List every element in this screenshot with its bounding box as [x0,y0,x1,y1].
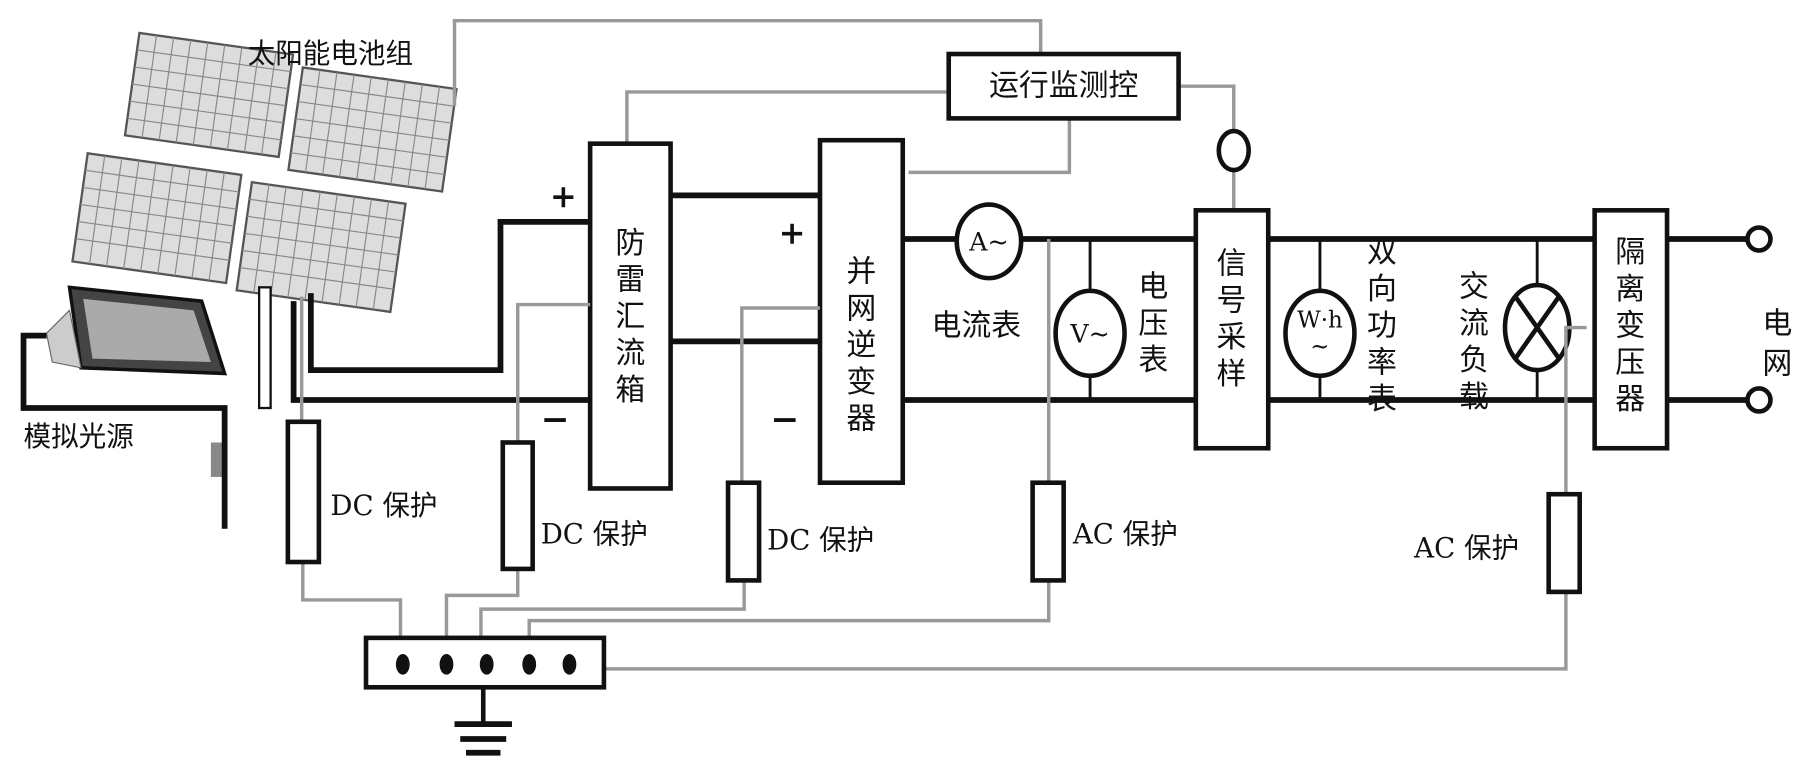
signal-label: 信 号 采 样 [1217,247,1247,392]
svg-text:表: 表 [1138,343,1168,378]
grid-terminal [1745,386,1773,414]
svg-text:表: 表 [1367,382,1397,417]
ac-protection-label: AC 保护 [1413,531,1519,564]
protection-top-wires [299,239,1587,495]
signal-sampling-box [1193,208,1271,451]
svg-text:流: 流 [615,336,645,371]
ac-load-label: 交 流 负 载 [1459,270,1489,415]
ac-protection-1 [1030,480,1066,583]
wattmeter-symbol: W·h [1297,308,1343,334]
plus-sign: + [550,177,577,215]
light-source-label: 模拟光源 [24,420,134,453]
svg-text:电: 电 [1762,306,1792,341]
ground-icon [454,687,512,756]
svg-text:流: 流 [1459,306,1489,341]
dc-protection-2 [500,440,535,572]
combiner-box [587,141,673,491]
svg-text:压: 压 [1138,306,1168,341]
dc-protection-label: DC 保护 [541,518,648,551]
ammeter-symbol: A~ [968,228,1008,257]
svg-text:变: 变 [1615,309,1645,344]
dc-bus [670,192,820,345]
transformer-label: 隔 离 变 压 器 [1615,235,1645,417]
solar-panel-array [71,31,458,410]
svg-text:隔: 隔 [1615,235,1645,270]
solar-array-label: 太阳能电池组 [248,37,413,70]
ac-protection-label: AC 保护 [1072,518,1178,551]
svg-text:信: 信 [1217,247,1247,282]
inverter-label: 并 网 逆 变 器 [846,255,876,437]
svg-text:防: 防 [615,226,645,261]
minus-sign: − [541,400,570,440]
svg-text:双: 双 [1367,235,1397,270]
svg-text:器: 器 [1615,382,1645,417]
svg-text:网: 网 [1762,347,1792,382]
svg-text:采: 采 [1217,320,1247,355]
svg-text:样: 样 [1217,357,1247,392]
dc-protection-label: DC 保护 [767,523,874,556]
dc-protection-1 [285,419,322,565]
monitor-label: 运行监测控 [989,68,1138,103]
isolation-transformer-box [1592,208,1670,451]
svg-text:电: 电 [1138,270,1168,305]
svg-text:离: 离 [1615,272,1645,307]
svg-text:载: 载 [1459,380,1489,415]
svg-text:率: 率 [1367,345,1397,380]
svg-text:变: 变 [846,365,876,400]
voltmeter-circle [1053,288,1127,379]
grid-terminal [1745,225,1773,253]
current-sensor [1216,128,1251,173]
dc-negative-wire [290,301,591,403]
voltmeter-symbol: V~ [1069,319,1109,348]
protection-ground-wires [301,563,1568,671]
svg-text:器: 器 [846,402,876,437]
monitor-box [946,51,1181,121]
svg-text:箱: 箱 [615,373,645,408]
dc-protection-label: DC 保护 [330,489,437,522]
lamp-cable [20,332,228,529]
svg-text:负: 负 [1459,343,1489,378]
dc-positive-wire [307,218,591,373]
ammeter-label: 电流表 [931,309,1021,344]
ammeter-circle [954,202,1024,281]
svg-text:逆: 逆 [846,328,876,363]
wattmeter-tilde: ~ [1310,334,1329,360]
dc-protection-3 [725,480,762,583]
ac-protection-2 [1546,491,1582,595]
ground-terminals [395,653,577,675]
svg-text:功: 功 [1367,309,1397,344]
svg-text:号: 号 [1217,283,1247,318]
wattmeter-circle [1283,288,1357,379]
svg-text:交: 交 [1459,270,1489,305]
svg-text:并: 并 [846,255,876,290]
minus-sign: − [771,400,800,440]
svg-text:网: 网 [846,291,876,326]
ac-load-lamp [1502,282,1572,373]
plus-sign: + [779,214,806,252]
voltmeter-label: 电 压 表 [1138,270,1168,379]
simulated-light-lamp [45,285,228,477]
svg-text:向: 向 [1367,272,1397,307]
combiner-label: 防 雷 汇 流 箱 [615,226,645,408]
monitor-signal-lines [452,18,1236,211]
grid-label: 电 网 [1762,306,1792,381]
svg-text:雷: 雷 [615,263,645,298]
wattmeter-label: 双 向 功 率 表 [1367,235,1397,417]
svg-text:压: 压 [1615,345,1645,380]
svg-text:汇: 汇 [615,299,645,334]
inverter-box [817,137,906,486]
